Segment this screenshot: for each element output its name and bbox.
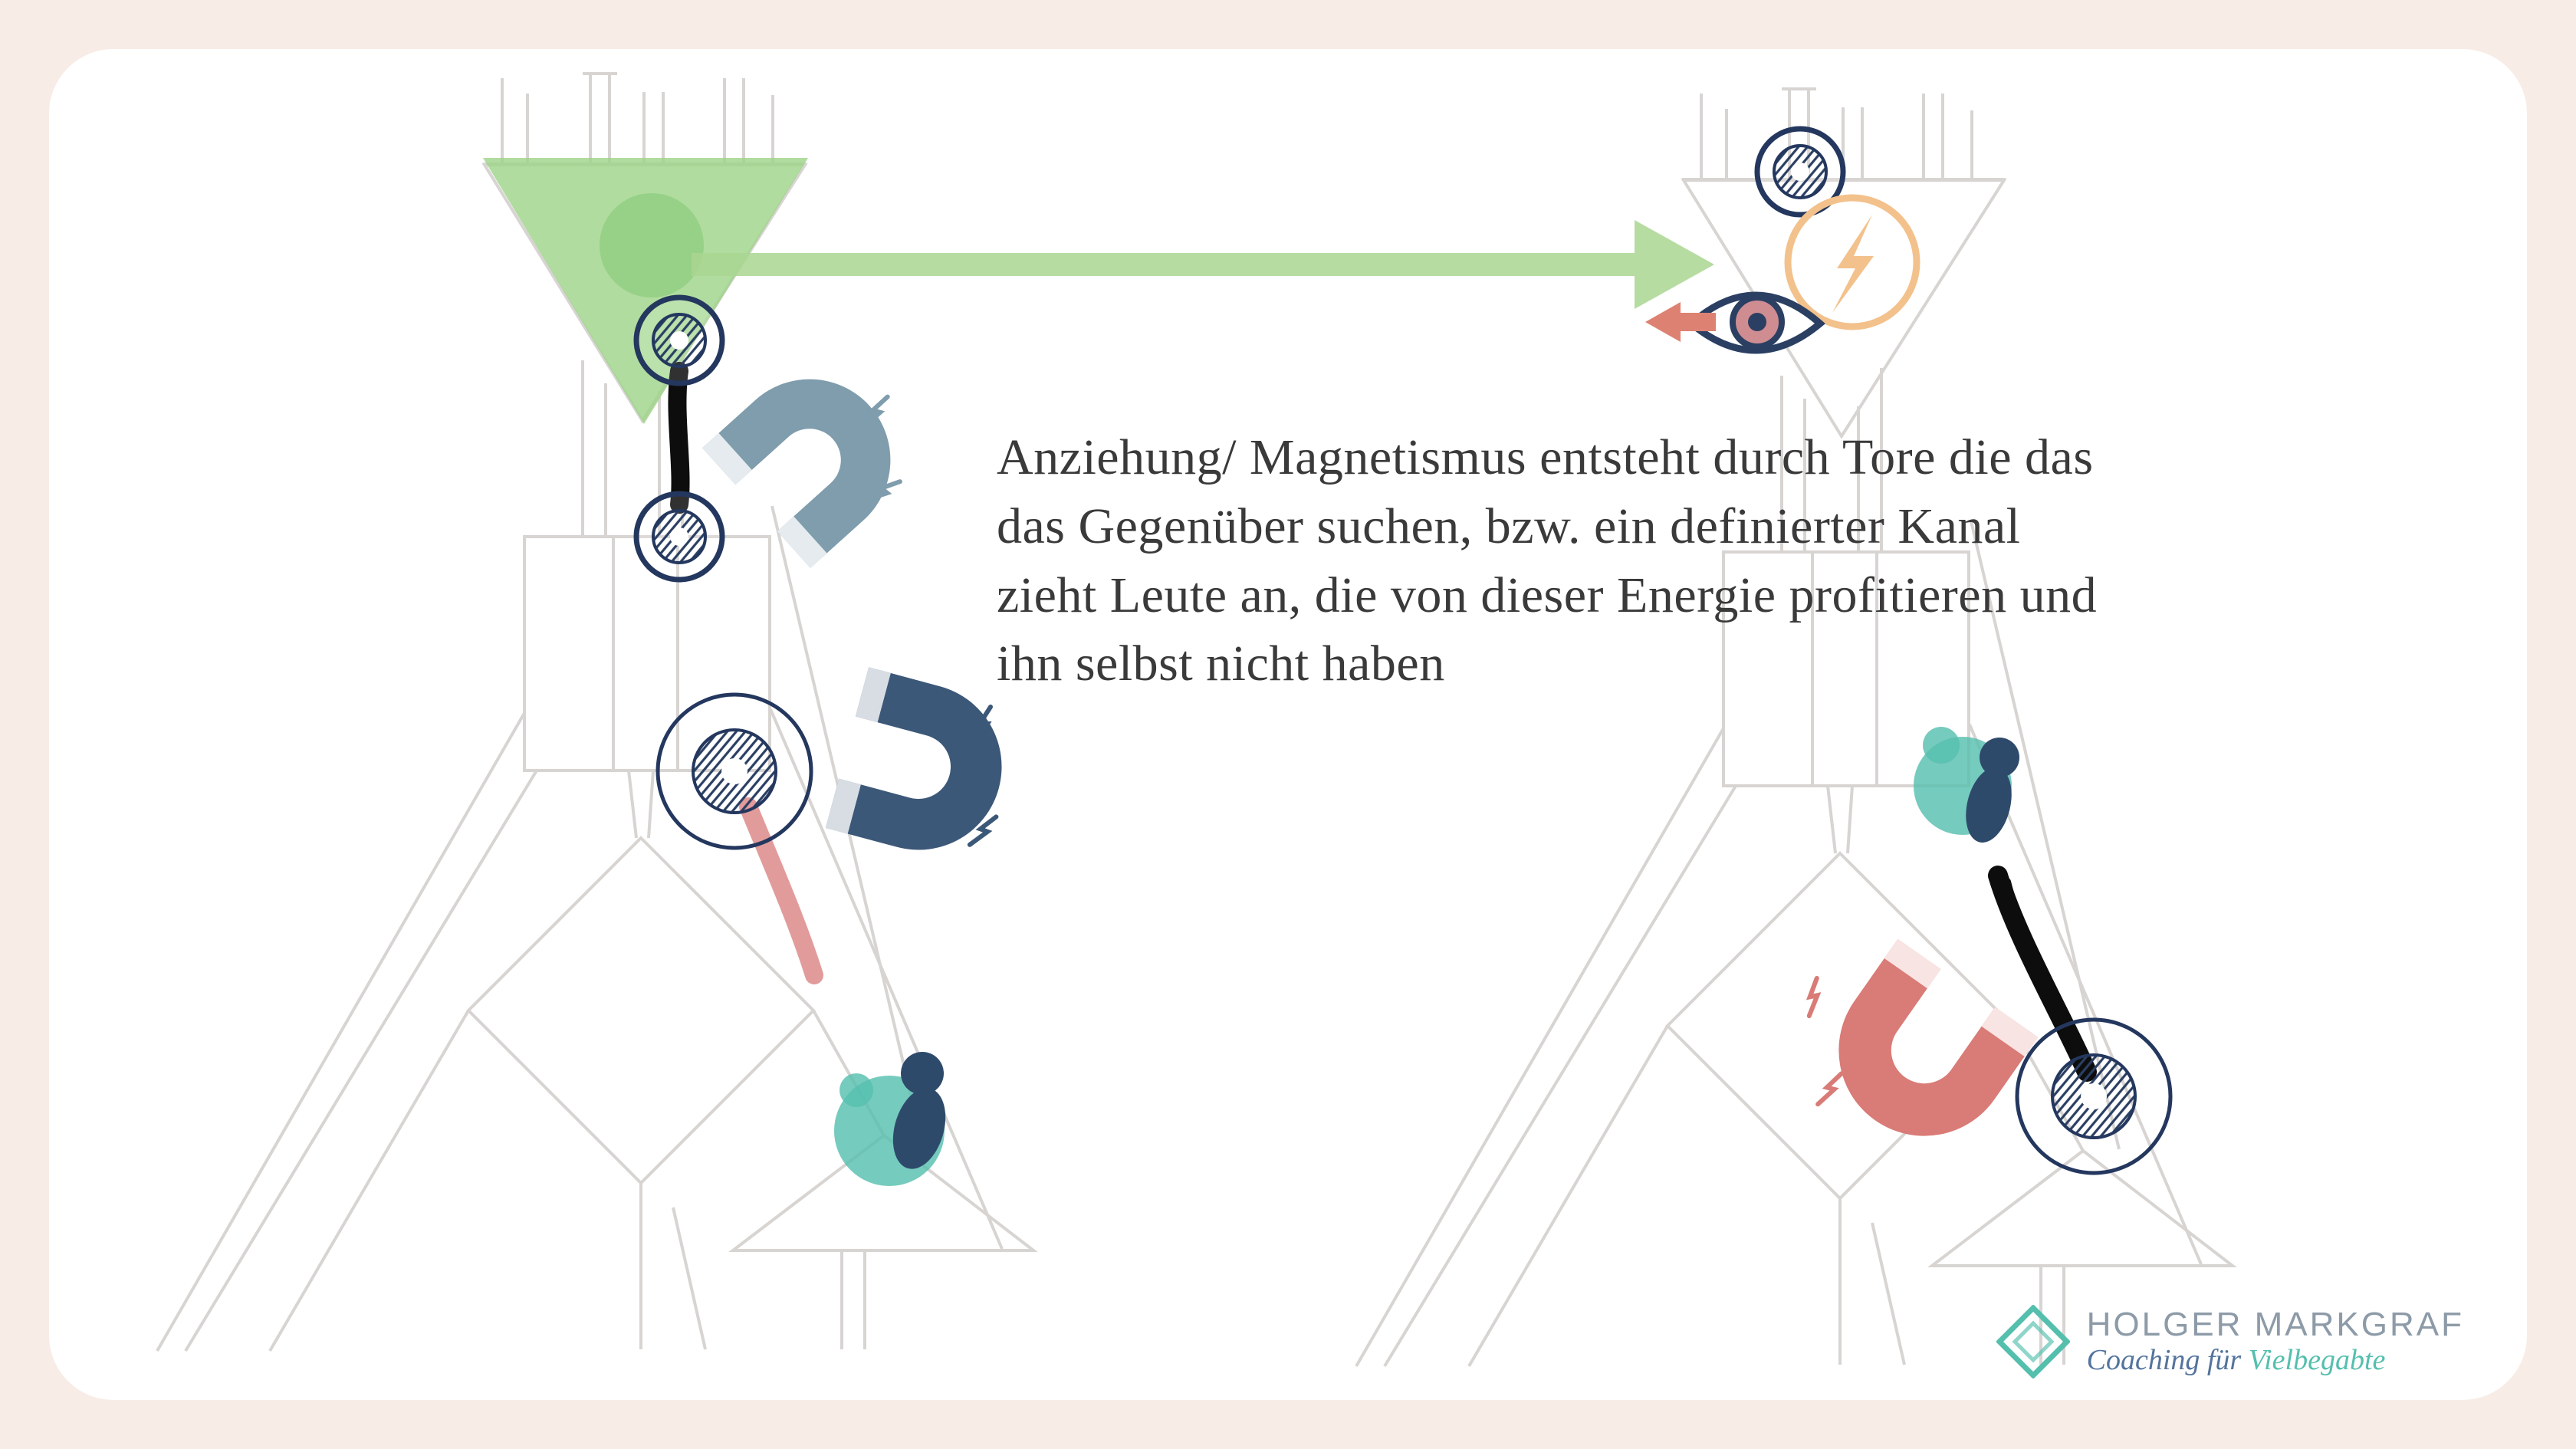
annotation-text: Anziehung/ Magnetismus entsteht durch To… <box>997 423 2097 698</box>
lightning-circle-icon <box>1784 194 1921 330</box>
magnet-icon-navy <box>825 667 1020 869</box>
annotation-line: Anziehung/ Magnetismus entsteht durch To… <box>997 429 2094 485</box>
head-center-highlight <box>483 158 808 424</box>
spark-icon <box>1818 1070 1842 1108</box>
brand-logo: HOLGER MARKGRAF Coaching für Vielbegabte <box>1996 1305 2464 1378</box>
magnet-icon-red <box>1805 938 2039 1170</box>
gate-circle-mid-left <box>636 494 722 580</box>
person-icon-left <box>834 1052 946 1186</box>
logo-tagline-highlight: Vielbegabte <box>2248 1344 2386 1377</box>
logo-name: HOLGER MARKGRAF <box>2086 1305 2464 1343</box>
right-bodygraph-sketch <box>1355 87 2234 1368</box>
gate-circle-top-left <box>636 297 722 383</box>
green-arrow-icon <box>692 220 1714 309</box>
right-defined-channel <box>1988 866 2097 1082</box>
annotation-line: das Gegenüber suchen, bzw. ein definiert… <box>997 498 2021 554</box>
eye-icon <box>1686 291 1825 354</box>
logo-diamond-icon <box>1996 1305 2070 1378</box>
logo-tagline-prefix: Coaching für <box>2086 1344 2249 1377</box>
left-defined-channel <box>668 362 690 514</box>
person-icon-right <box>1914 727 2019 843</box>
annotation-line: zieht Leute an, die von dieser Energie p… <box>997 567 2098 623</box>
diagram-art <box>156 72 2234 1368</box>
red-back-arrow-icon <box>1645 302 1716 342</box>
slide-card <box>49 49 2527 1400</box>
left-red-channel-line <box>739 797 823 984</box>
magnet-icon-teal <box>702 346 924 568</box>
spark-icon <box>1802 978 1824 1016</box>
logo-tagline: Coaching für Vielbegabte <box>2087 1344 2464 1378</box>
annotation-line: ihn selbst nicht haben <box>997 636 1445 692</box>
